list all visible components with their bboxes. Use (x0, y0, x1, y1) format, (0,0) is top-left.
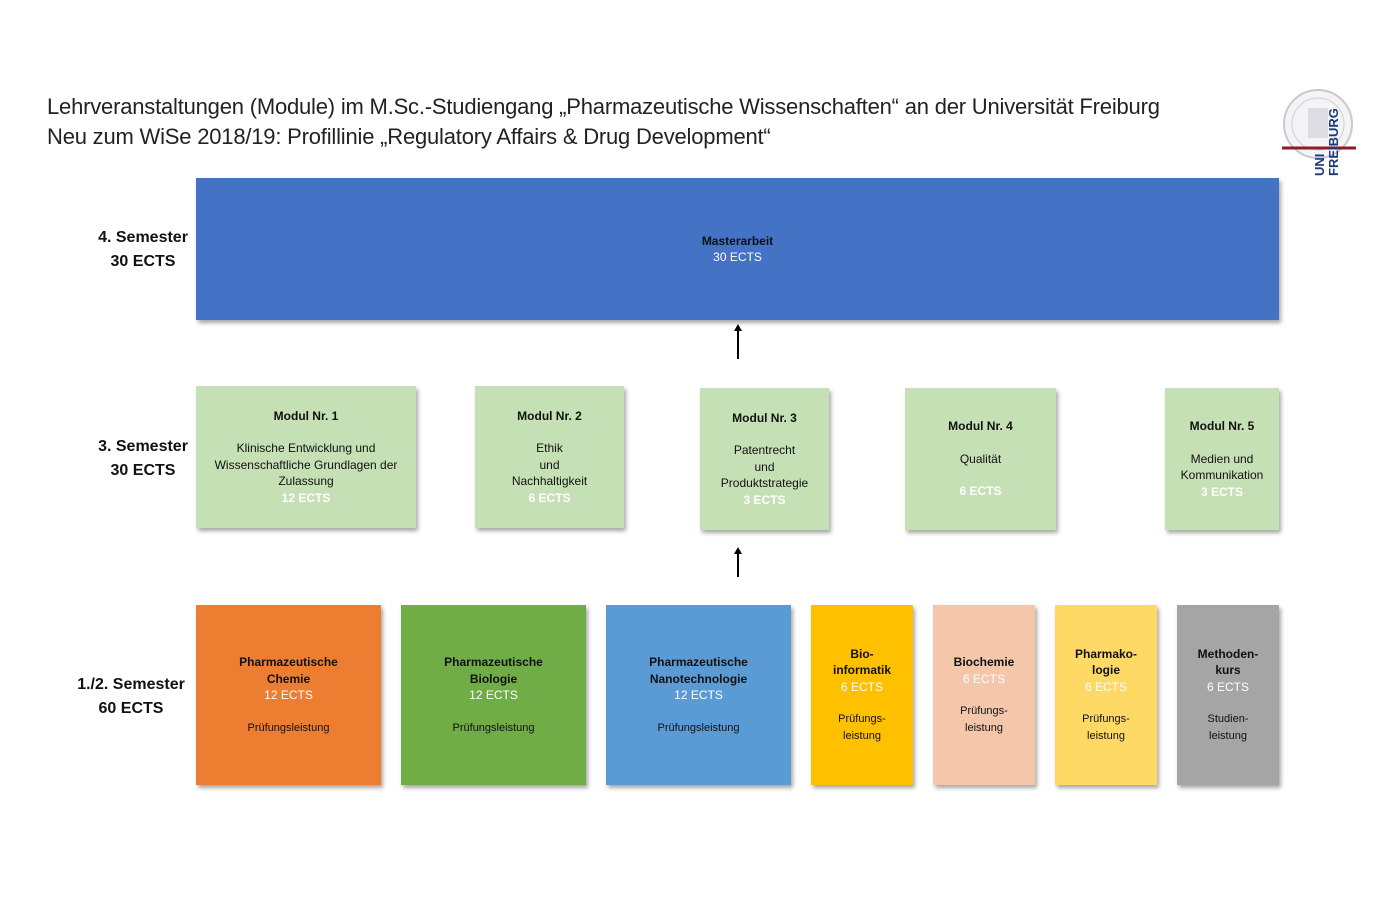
box-ects: 6 ECTS (1206, 679, 1249, 694)
box-ects: 3 ECTS (743, 492, 786, 507)
logo-uni-text: UNI (1312, 153, 1327, 176)
box-description: Ethik (536, 441, 563, 456)
semester-label-4: 4. Semester 30 ECTS (92, 226, 194, 274)
box-ects: 12 ECTS (264, 688, 313, 702)
title-line-1: Lehrveranstaltungen (Module) im M.Sc.-St… (47, 94, 1160, 119)
box-note: leistung (843, 729, 881, 742)
box-description: und (539, 457, 560, 472)
box-description: Qualität (959, 451, 1002, 466)
box-ects: 6 ECTS (962, 671, 1005, 686)
masterarbeit-box: Masterarbeit 30 ECTS (196, 178, 1279, 320)
basic-module-box-5: Biochemie 6 ECTS Prüfungs-leistung (933, 605, 1035, 785)
semester-ects: 30 ECTS (110, 253, 176, 270)
box-title: Chemie (266, 671, 311, 686)
box-title: Biochemie (953, 655, 1015, 669)
box-title: Masterarbeit (701, 233, 774, 248)
box-title: Pharmazeutische (444, 655, 543, 669)
box-ects: 6 ECTS (959, 484, 1002, 499)
module-box-4: Modul Nr. 4 Qualität 6 ECTS (905, 388, 1056, 530)
box-note: Prüfungs- (1082, 713, 1130, 726)
seal-icon (1282, 89, 1356, 159)
box-ects: 3 ECTS (1200, 484, 1243, 499)
box-title: Modul Nr. 2 (517, 408, 582, 423)
box-note: Prüfungsleistung (452, 721, 535, 734)
box-note: Prüfungsleistung (247, 721, 330, 734)
box-title: Modul Nr. 1 (273, 408, 339, 423)
box-description: Zulassung (278, 474, 334, 489)
box-description: Kommunikation (1180, 468, 1264, 482)
box-ects: 30 ECTS (713, 250, 762, 264)
box-title: Nanotechnologie (649, 671, 748, 686)
box-ects: 12 ECTS (469, 688, 518, 702)
box-title: informatik (832, 663, 891, 678)
box-description: Produktstrategie (720, 476, 809, 491)
semester-name: 4. Semester (98, 229, 188, 246)
semester-label-3: 3. Semester 30 ECTS (92, 435, 194, 483)
logo-freiburg-text: FREIBURG (1326, 108, 1341, 176)
box-ects: 6 ECTS (1084, 679, 1127, 694)
box-ects: 12 ECTS (281, 490, 331, 505)
box-title: Modul Nr. 4 (948, 419, 1013, 434)
box-description: Klinische Entwicklung und (236, 441, 376, 456)
box-ects: 6 ECTS (528, 490, 571, 505)
box-title: Pharmazeutische (649, 655, 748, 669)
box-description: Nachhaltigkeit (511, 474, 588, 489)
semester-label-1-2: 1./2. Semester 60 ECTS (68, 673, 194, 721)
title-line-2: Neu zum WiSe 2018/19: Profillinie „Regul… (47, 124, 771, 149)
semester-name: 1./2. Semester (77, 676, 185, 693)
box-title: kurs (1215, 663, 1241, 678)
box-note: leistung (965, 721, 1003, 734)
box-note: Prüfungsleistung (657, 721, 740, 734)
box-note: Prüfungs- (838, 713, 886, 726)
box-title: Pharmako- (1074, 646, 1138, 661)
box-description: Wissenschaftliche Grundlagen der (214, 457, 398, 472)
box-description: Medien und (1190, 451, 1254, 466)
box-title: Pharmazeutische (239, 655, 338, 669)
arrow-up-icon (734, 547, 741, 577)
box-ects: 12 ECTS (674, 688, 723, 702)
semester-ects: 30 ECTS (110, 462, 176, 479)
university-logo: UNI FREIBURG (1282, 88, 1356, 178)
semester-ects: 60 ECTS (98, 700, 164, 717)
box-title: Modul Nr. 5 (1189, 419, 1255, 433)
box-description: Patentrecht (733, 443, 796, 458)
box-description: und (754, 459, 775, 474)
box-note: Studien- (1207, 713, 1249, 726)
semester-name: 3. Semester (98, 438, 188, 455)
box-note: leistung (1209, 729, 1247, 742)
box-ects: 6 ECTS (840, 679, 883, 694)
box-title: Biologie (469, 671, 518, 686)
box-title: Bio- (850, 646, 874, 661)
box-note: Prüfungs- (960, 705, 1008, 717)
box-title: logie (1091, 663, 1120, 678)
box-title: Methoden- (1197, 646, 1259, 661)
box-note: leistung (1087, 729, 1125, 742)
box-title: Modul Nr. 3 (732, 410, 797, 425)
arrow-up-icon (734, 324, 741, 359)
